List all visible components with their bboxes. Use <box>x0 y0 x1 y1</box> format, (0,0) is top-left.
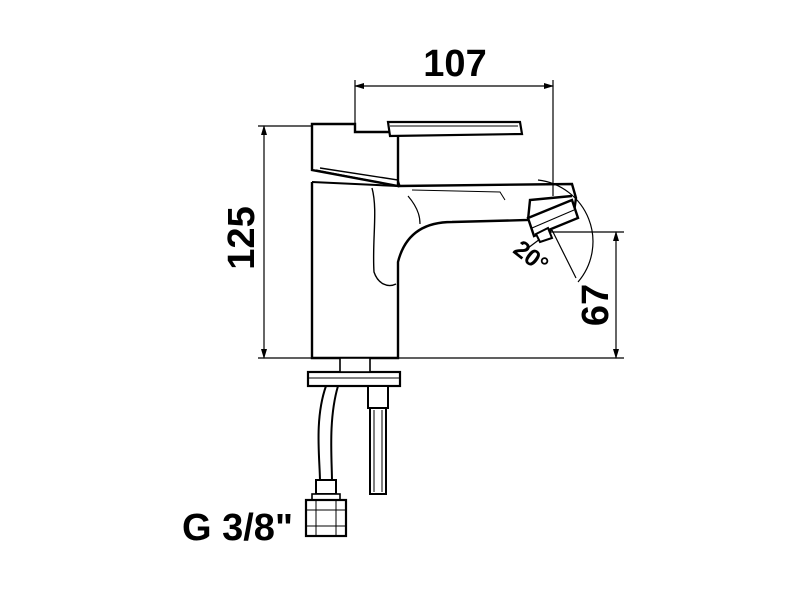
connection-thread-label: G 3/8" <box>182 507 293 549</box>
dimension-spout-height-label: 67 <box>575 284 617 326</box>
dimension-height: 125 <box>221 125 312 359</box>
dimension-width-label: 107 <box>423 43 486 85</box>
dimension-height-label: 125 <box>221 206 263 269</box>
mounting-plate <box>306 357 402 388</box>
dimension-width: 107 <box>354 43 554 196</box>
flexible-hose <box>304 385 348 538</box>
dimension-spout-angle: 20° <box>508 179 594 283</box>
threaded-stud <box>367 385 389 495</box>
dimension-spout-angle-label: 20° <box>508 235 553 279</box>
dimension-spout-height: 67 <box>398 231 624 359</box>
faucet-body <box>310 120 580 360</box>
